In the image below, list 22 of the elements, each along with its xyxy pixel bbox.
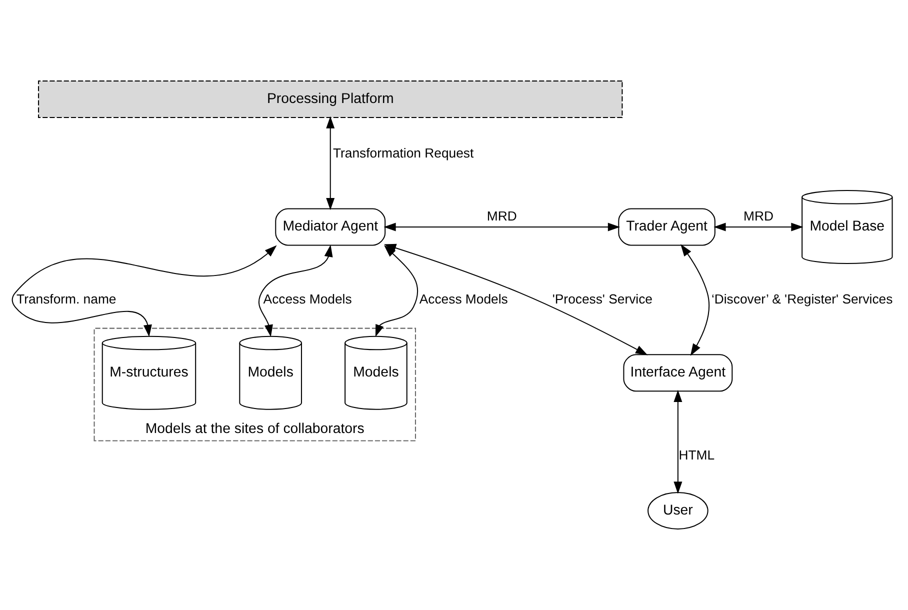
edge-label: ‘Discover’ & 'Register' Services [711, 291, 893, 306]
node-box: Processing Platform [38, 80, 623, 118]
arrow [680, 244, 710, 356]
node-box: Interface Agent [623, 354, 733, 392]
arrow [714, 222, 804, 232]
edge-label: Transform. name [16, 291, 116, 306]
arrow [258, 244, 333, 337]
node-box: Trader Agent [618, 208, 716, 246]
arrow [12, 245, 277, 337]
edge-label: HTML [678, 447, 715, 462]
arrow [375, 245, 418, 337]
edge-label: Access Models [419, 291, 508, 306]
arrow [326, 116, 335, 210]
node-box: Mediator Agent [275, 208, 386, 246]
arrow [384, 222, 620, 232]
edge-label: 'Process' Service [552, 291, 652, 306]
edge-label: Access Models [263, 291, 352, 306]
edge-label: MRD [744, 208, 774, 224]
edge-label: Transformation Request [333, 145, 474, 160]
node-ellipse: User [648, 492, 708, 530]
edge-label: MRD [486, 208, 517, 224]
arrow [674, 390, 682, 494]
